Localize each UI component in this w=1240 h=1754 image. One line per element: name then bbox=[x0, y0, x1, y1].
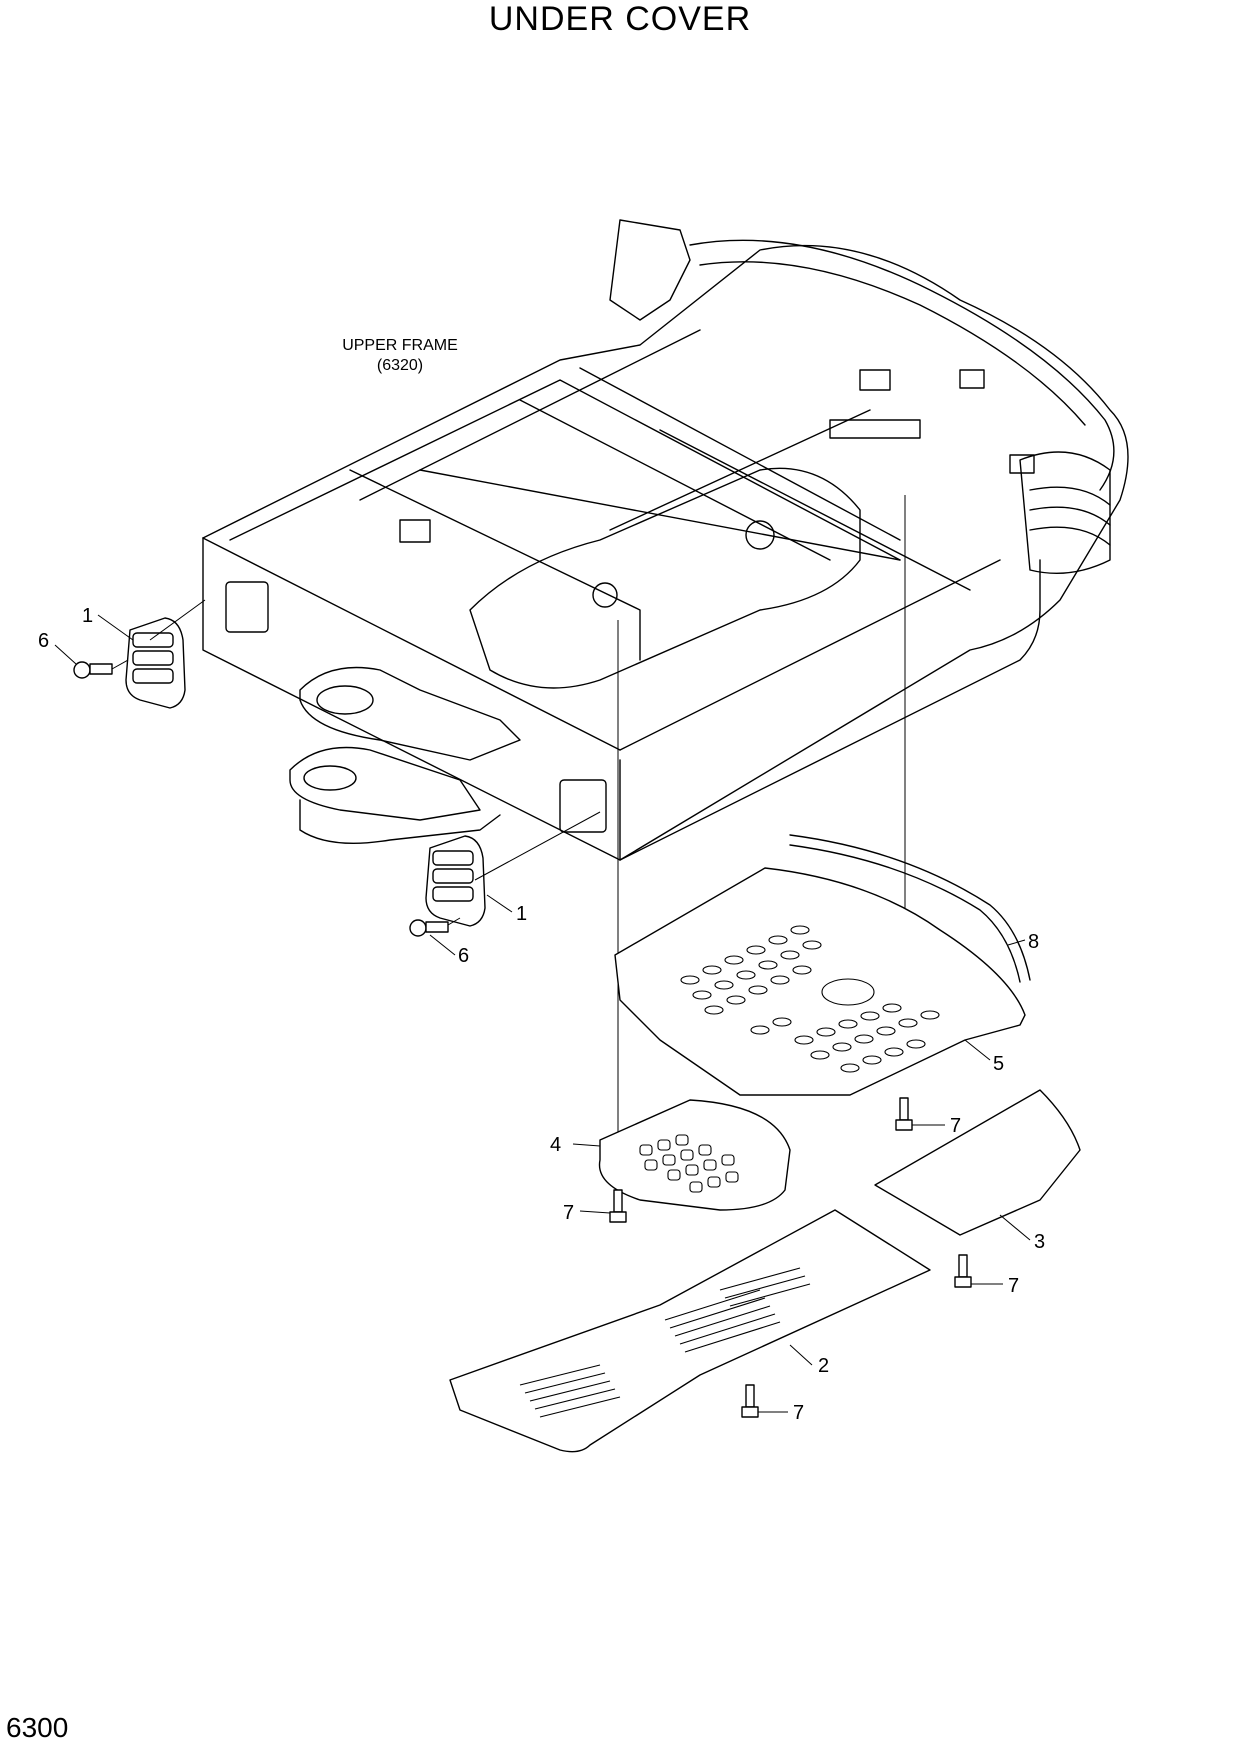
page-title: UNDER COVER bbox=[488, 0, 752, 38]
bolt-part4-7 bbox=[609, 1189, 627, 1223]
upper-frame bbox=[202, 219, 1129, 861]
upper-frame-label: UPPER FRAME bbox=[342, 337, 458, 354]
bolt-part2-7 bbox=[741, 1384, 759, 1418]
bolt-left-6 bbox=[73, 659, 129, 679]
callout-4: 4 bbox=[550, 1134, 561, 1156]
bolt-part5-7 bbox=[895, 1097, 913, 1131]
callout-7-part2: 7 bbox=[793, 1402, 804, 1424]
callout-1-lower: 1 bbox=[516, 903, 527, 925]
callout-6-left: 6 bbox=[38, 630, 49, 652]
louver-cover-lower bbox=[425, 835, 486, 927]
page-number: 6300 bbox=[6, 1712, 69, 1743]
callout-5: 5 bbox=[993, 1053, 1004, 1075]
front-under-cover bbox=[449, 1209, 931, 1453]
callout-1-left: 1 bbox=[82, 605, 93, 627]
callout-7-part5: 7 bbox=[950, 1115, 961, 1137]
louver-cover-left bbox=[125, 617, 186, 709]
side-under-cover bbox=[874, 1089, 1081, 1236]
callout-7-part4: 7 bbox=[563, 1202, 574, 1224]
edge-trim-strip bbox=[789, 844, 1021, 983]
callout-7-part3: 7 bbox=[1008, 1275, 1019, 1297]
upper-frame-code: (6320) bbox=[376, 357, 424, 374]
bolt-part3-7 bbox=[954, 1254, 972, 1288]
upper-frame-reference: UPPER FRAME (6320) bbox=[330, 336, 470, 376]
callout-2: 2 bbox=[818, 1355, 829, 1377]
inspection-cover-small bbox=[598, 1099, 791, 1211]
callout-8: 8 bbox=[1028, 931, 1039, 953]
under-cover-main bbox=[614, 867, 1026, 1096]
callout-3: 3 bbox=[1034, 1231, 1045, 1253]
callout-6-lower: 6 bbox=[458, 945, 469, 967]
bolt-lower-6 bbox=[409, 917, 461, 937]
